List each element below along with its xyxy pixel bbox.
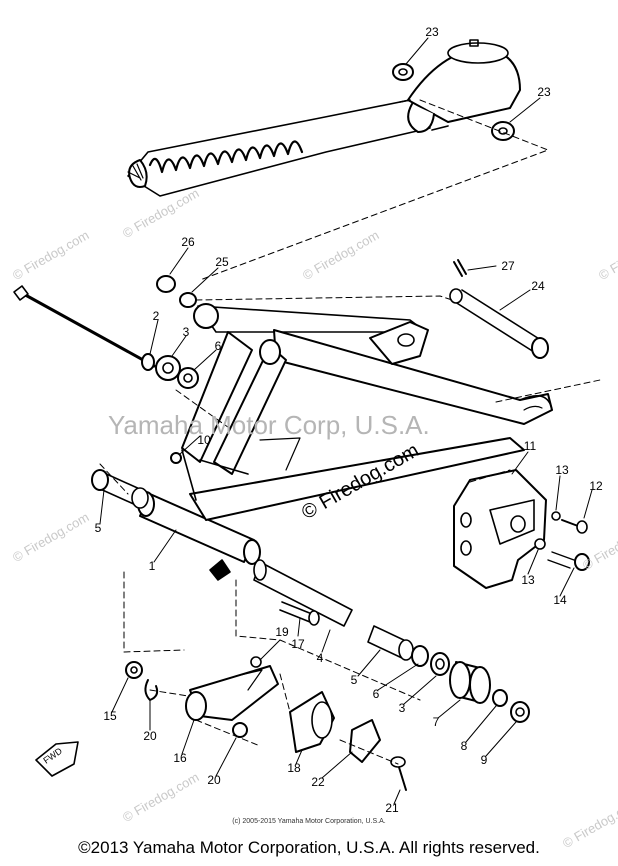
clip-20-bottom	[232, 722, 248, 738]
lever-16	[185, 665, 279, 721]
callout-13: 13	[555, 463, 569, 477]
bracket-11	[453, 469, 547, 589]
callout-10: 10	[197, 433, 211, 447]
nut-26	[156, 275, 176, 293]
callout-24: 24	[531, 279, 545, 293]
callout-21: 21	[385, 801, 399, 815]
cotter-pin-27	[453, 259, 467, 277]
washer-23-top	[392, 63, 414, 81]
callout-20: 20	[207, 773, 221, 787]
washer-13-top	[551, 511, 561, 521]
nut-9	[510, 701, 530, 723]
callout-17: 17	[291, 637, 305, 651]
washer-6-left	[177, 367, 199, 389]
callout-19: 19	[275, 625, 289, 639]
watermark-yamaha: Yamaha Motor Corp, U.S.A.	[108, 410, 430, 440]
fwd-arrow-icon	[35, 741, 79, 777]
bushing-7	[449, 661, 491, 704]
callout-26: 26	[181, 235, 195, 249]
washer-13-bottom	[534, 538, 546, 550]
callout-27: 27	[501, 259, 515, 273]
callout-4: 4	[316, 651, 324, 665]
callout-7: 7	[432, 715, 440, 729]
callout-23: 23	[425, 25, 439, 39]
seal-3-left	[155, 355, 181, 381]
callout-13: 13	[521, 573, 535, 587]
block-18	[289, 691, 335, 753]
washer-25	[179, 292, 197, 308]
pivot-shaft-4	[253, 559, 353, 627]
callout-11: 11	[523, 439, 537, 453]
callout-2: 2	[152, 309, 160, 323]
bolt-12	[561, 519, 588, 534]
callout-22: 22	[311, 775, 325, 789]
callout-25: 25	[215, 255, 229, 269]
bolt-14	[547, 551, 590, 571]
pivot-bolt	[13, 285, 156, 371]
swingarm-frame	[137, 303, 553, 581]
footer-copyright: ©2013 Yamaha Motor Corporation, U.S.A. A…	[78, 838, 540, 857]
callout-3: 3	[398, 701, 406, 715]
bolt-21	[390, 756, 407, 791]
collar-5-right	[367, 625, 414, 661]
shaft-24	[449, 288, 549, 359]
bolt-19	[250, 656, 262, 668]
callout-3: 3	[182, 325, 190, 339]
washer-8	[492, 689, 508, 707]
seal-3-right	[430, 652, 450, 676]
callout-5: 5	[94, 521, 102, 535]
assembly-lines	[99, 99, 601, 765]
grease-nipple-10	[170, 452, 182, 464]
leader-lines	[99, 37, 593, 805]
spring-15	[125, 661, 143, 679]
bolt-17	[279, 601, 320, 626]
callout-6: 6	[214, 339, 222, 353]
collar-5-left	[91, 469, 149, 509]
callout-16: 16	[173, 751, 187, 765]
callout-9: 9	[480, 753, 488, 767]
callout-6: 6	[372, 687, 380, 701]
callout-23: 23	[537, 85, 551, 99]
callout-1: 1	[148, 559, 156, 573]
callout-18: 18	[287, 761, 301, 775]
shock-absorber	[127, 39, 521, 197]
callout-15: 15	[103, 709, 117, 723]
callout-14: 14	[553, 593, 567, 607]
callout-8: 8	[460, 739, 468, 753]
bracket-22	[349, 719, 381, 763]
small-copyright: (c) 2005-2015 Yamaha Motor Corporation, …	[232, 818, 386, 825]
callout-5: 5	[350, 673, 358, 687]
washer-23-right	[491, 121, 515, 141]
callout-20: 20	[143, 729, 157, 743]
washer-6-right	[411, 645, 429, 667]
callout-12: 12	[589, 479, 603, 493]
